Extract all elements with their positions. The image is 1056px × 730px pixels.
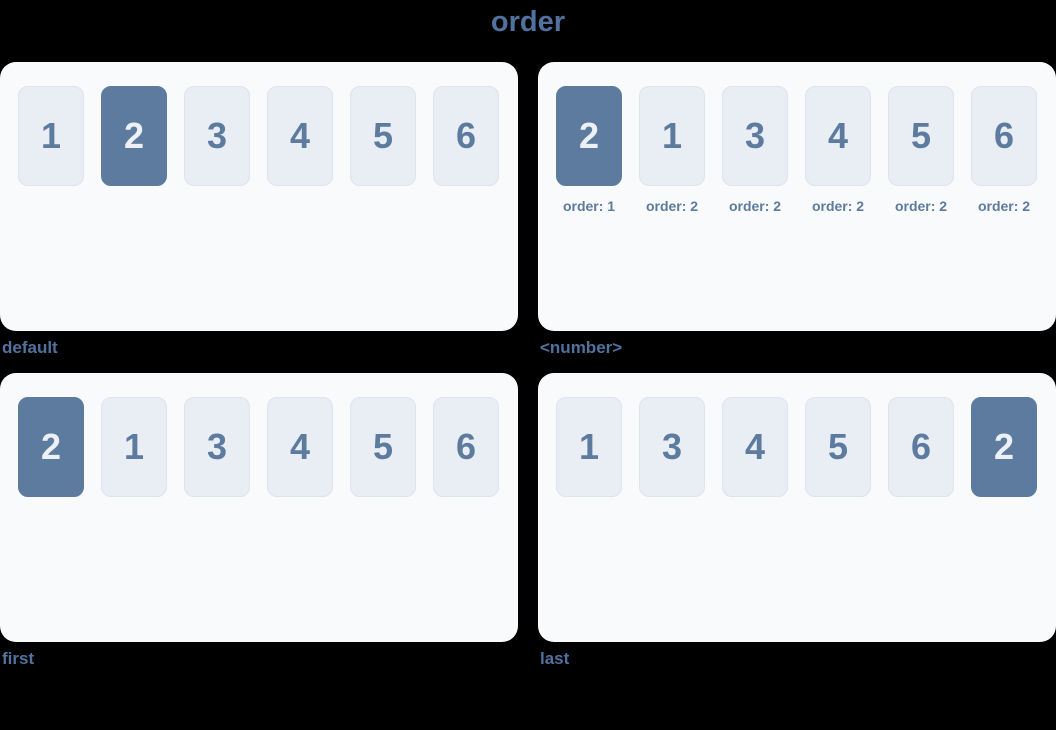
flex-item: 2 order: 1 [556,86,622,214]
flex-item: 6 [433,86,499,186]
flex-item: 5 [350,86,416,186]
flex-item: 4 order: 2 [805,86,871,214]
flex-item-box: 4 [805,86,871,186]
flex-item: 1 [18,86,84,186]
order-label: order: 2 [728,198,782,214]
flex-item-box: 3 [184,397,250,497]
panel-number: 2 order: 1 1 order: 2 3 order: 2 4 order… [538,62,1056,331]
flex-item-box: 5 [888,86,954,186]
flex-item: 4 [267,86,333,186]
flex-row: 2 1 3 4 5 6 [0,373,518,497]
flex-item-box: 4 [267,397,333,497]
flex-item-box: 6 [971,86,1037,186]
flex-item: 5 order: 2 [888,86,954,214]
flex-item-box: 2 [556,86,622,186]
page: order 1 2 3 4 5 6 default 2 [0,5,1056,669]
flex-item-box: 5 [350,86,416,186]
flex-item: 6 [433,397,499,497]
flex-item-box: 6 [433,397,499,497]
flex-item-box: 6 [888,397,954,497]
flex-item: 6 [888,397,954,497]
flex-item: 4 [267,397,333,497]
demo-cell-default: 1 2 3 4 5 6 default [0,62,518,358]
panel-default: 1 2 3 4 5 6 [0,62,518,331]
flex-item: 3 [639,397,705,497]
flex-item-box: 3 [184,86,250,186]
flex-item: 4 [722,397,788,497]
panel-caption: default [2,338,58,357]
flex-item: 5 [350,397,416,497]
order-label: order: 2 [977,198,1031,214]
flex-item-box: 2 [101,86,167,186]
flex-item: 2 [971,397,1037,497]
flex-item: 6 order: 2 [971,86,1037,214]
flex-item: 3 [184,86,250,186]
flex-item: 2 [18,397,84,497]
flex-item-box: 1 [639,86,705,186]
flex-item-box: 1 [556,397,622,497]
panel-last: 1 3 4 5 6 2 [538,373,1056,642]
flex-item-box: 2 [18,397,84,497]
flex-item: 1 order: 2 [639,86,705,214]
demo-cell-last: 1 3 4 5 6 2 last [538,373,1056,669]
panel-caption: <number> [540,338,623,357]
flex-item-box: 1 [18,86,84,186]
page-title: order [490,6,566,38]
flex-item: 3 order: 2 [722,86,788,214]
flex-item-box: 3 [639,397,705,497]
demo-cell-first: 2 1 3 4 5 6 first [0,373,518,669]
panel-first: 2 1 3 4 5 6 [0,373,518,642]
order-label: order: 2 [811,198,865,214]
flex-item-box: 6 [433,86,499,186]
flex-item: 2 [101,86,167,186]
flex-item: 1 [556,397,622,497]
flex-item-box: 4 [722,397,788,497]
flex-item-box: 1 [101,397,167,497]
flex-item-box: 3 [722,86,788,186]
panel-caption: first [2,649,35,668]
order-label: order: 1 [562,198,616,214]
panel-caption: last [540,649,570,668]
order-label: order: 2 [894,198,948,214]
flex-item: 1 [101,397,167,497]
flex-item-box: 5 [805,397,871,497]
flex-item-box: 5 [350,397,416,497]
demo-cell-number: 2 order: 1 1 order: 2 3 order: 2 4 order… [538,62,1056,358]
demo-grid: 1 2 3 4 5 6 default 2 order: 1 1 order: … [0,62,1056,669]
order-label: order: 2 [645,198,699,214]
flex-item-box: 2 [971,397,1037,497]
flex-item-box: 4 [267,86,333,186]
flex-row: 1 2 3 4 5 6 [0,62,518,186]
flex-item: 5 [805,397,871,497]
flex-item: 3 [184,397,250,497]
flex-row: 2 order: 1 1 order: 2 3 order: 2 4 order… [538,62,1056,214]
flex-row: 1 3 4 5 6 2 [538,373,1056,497]
